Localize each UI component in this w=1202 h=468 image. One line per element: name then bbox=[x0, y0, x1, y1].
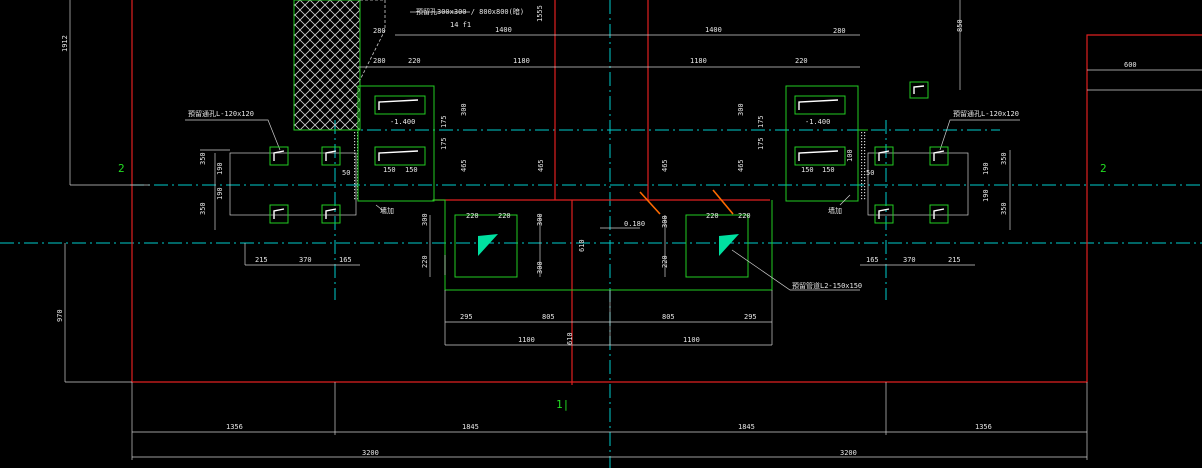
dim-label: 350 bbox=[1000, 202, 1008, 215]
note-top-opening: 預留孔300x300 / 800x800(暗) bbox=[416, 7, 524, 16]
dim-label: 1356 bbox=[226, 423, 243, 431]
note-center-level: 0.180 bbox=[624, 220, 645, 228]
dim-label: 350 bbox=[199, 202, 207, 215]
dim-label: 175 bbox=[757, 137, 765, 150]
dim-label: 850 bbox=[956, 19, 964, 32]
dim-label: 50 bbox=[342, 169, 350, 177]
note-tag-right: 墙加 bbox=[828, 206, 842, 215]
dim-label: 370 bbox=[299, 256, 312, 264]
orange-markers bbox=[639, 189, 734, 215]
dim-label: 350 bbox=[199, 152, 207, 165]
dim-label: 190 bbox=[982, 189, 990, 202]
dim-label: 220 bbox=[421, 255, 429, 268]
axis-label-bottom: 1| bbox=[556, 398, 569, 411]
dim-label: 300 bbox=[737, 103, 745, 116]
dim-label: 280 bbox=[373, 57, 386, 65]
dim-label: 190 bbox=[982, 162, 990, 175]
dim-label: 300 bbox=[536, 213, 544, 226]
dim-label: 190 bbox=[216, 162, 224, 175]
hatched-wall bbox=[293, 0, 867, 200]
dim-label: 610 bbox=[566, 332, 574, 345]
dim-label: 3200 bbox=[362, 449, 379, 457]
dim-label: 295 bbox=[744, 313, 757, 321]
dim-label: 50 bbox=[866, 169, 874, 177]
axis-label-left: 2 bbox=[118, 162, 125, 175]
dim-label: 300 bbox=[460, 103, 468, 116]
dim-label: 300 bbox=[536, 261, 544, 274]
red-outline bbox=[131, 0, 1202, 385]
dim-label: 1555 bbox=[536, 5, 544, 22]
dim-label: 1845 bbox=[738, 423, 755, 431]
note-pipe: 預留管道L2-150x150 bbox=[792, 281, 862, 290]
dim-label: 150 bbox=[801, 166, 814, 174]
dim-label: 1400 bbox=[495, 26, 512, 34]
dim-label: 465 bbox=[460, 159, 468, 172]
dim-label: 1180 bbox=[690, 57, 707, 65]
dim-label: 1100 bbox=[683, 336, 700, 344]
dim-label: 280 bbox=[373, 27, 386, 35]
note-vent-left: 預留通孔L-120x120 bbox=[188, 109, 254, 118]
dim-label: 220 bbox=[408, 57, 421, 65]
dim-label: 175 bbox=[757, 115, 765, 128]
dim-label: 610 bbox=[578, 239, 586, 252]
dim-label: 295 bbox=[460, 313, 473, 321]
dim-label: 150 bbox=[383, 166, 396, 174]
dim-label: 220 bbox=[795, 57, 808, 65]
note-vent-right: 預留通孔L-120x120 bbox=[953, 109, 1019, 118]
dim-label: 465 bbox=[737, 159, 745, 172]
dim-label: 350 bbox=[1000, 152, 1008, 165]
dim-label: 220 bbox=[661, 255, 669, 268]
dim-label: 280 bbox=[833, 27, 846, 35]
dim-label: 100 bbox=[846, 149, 854, 162]
dim-label: 465 bbox=[661, 159, 669, 172]
dim-label: 805 bbox=[662, 313, 675, 321]
vent-boxes bbox=[269, 81, 949, 224]
dim-label: 300 bbox=[661, 215, 669, 228]
dim-label: 1845 bbox=[462, 423, 479, 431]
vent-marks bbox=[273, 85, 945, 219]
dim-label: 220 bbox=[466, 212, 479, 220]
dim-label: 465 bbox=[537, 159, 545, 172]
dim-label: 220 bbox=[498, 212, 511, 220]
note-tag-left: 墙加 bbox=[380, 206, 394, 215]
dim-label: 805 bbox=[542, 313, 555, 321]
dim-label: 175 bbox=[440, 115, 448, 128]
dim-label: 165 bbox=[866, 256, 879, 264]
dim-label: 215 bbox=[255, 256, 268, 264]
dim-label: 1912 bbox=[61, 35, 69, 52]
dim-label: 220 bbox=[738, 212, 751, 220]
note-level-right: -1.400 bbox=[805, 118, 830, 126]
note-level-left: -1.400 bbox=[390, 118, 415, 126]
dim-label: 3200 bbox=[840, 449, 857, 457]
drain-icons bbox=[478, 234, 739, 256]
dim-label: 1356 bbox=[975, 423, 992, 431]
dim-label: 150 bbox=[822, 166, 835, 174]
dimension-labels-vertical: 1912 1555 850 175 300 175 465 465 300 17… bbox=[56, 5, 1008, 345]
dimension-labels: 1400 1400 280 280 280 220 1180 1180 220 … bbox=[226, 26, 1137, 457]
dim-label: 190 bbox=[216, 187, 224, 200]
dim-label: 1400 bbox=[705, 26, 722, 34]
dim-label: 370 bbox=[903, 256, 916, 264]
dim-label: 600 bbox=[1124, 61, 1137, 69]
dim-label: 215 bbox=[948, 256, 961, 264]
note-top-level: 14 f1 bbox=[450, 21, 471, 29]
dim-label: 970 bbox=[56, 309, 64, 322]
green-outlines bbox=[294, 85, 868, 291]
dim-label: 175 bbox=[440, 137, 448, 150]
construction-lines bbox=[64, 0, 1202, 460]
dim-label: 165 bbox=[339, 256, 352, 264]
dim-label: 1100 bbox=[518, 336, 535, 344]
dim-label: 220 bbox=[706, 212, 719, 220]
dim-label: 300 bbox=[421, 213, 429, 226]
dim-label: 1180 bbox=[513, 57, 530, 65]
axis-label-right: 2 bbox=[1100, 162, 1107, 175]
dim-label: 150 bbox=[405, 166, 418, 174]
